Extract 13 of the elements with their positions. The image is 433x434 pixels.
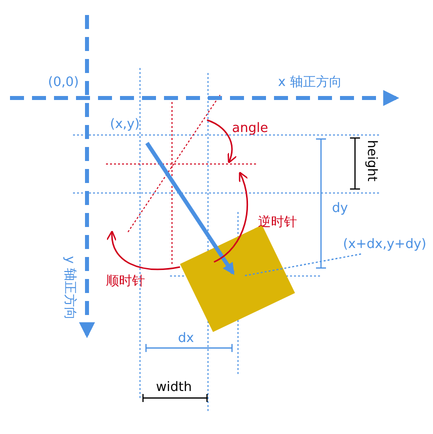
axis-label: y 轴正方向 <box>62 256 77 320</box>
axis-label: x 轴正方向 <box>278 75 342 90</box>
coordinate-label: (x+dx,y+dy) <box>343 237 426 252</box>
dimension-label: width <box>156 380 192 395</box>
leader-line <box>242 253 362 277</box>
dimension-label: dy <box>332 201 348 216</box>
rotation-label: 逆时针 <box>258 215 297 230</box>
dimension-label: height <box>364 140 379 182</box>
point-label: (x,y) <box>110 117 140 132</box>
angle-label: angle <box>232 121 268 136</box>
axis-origin-label: (0,0) <box>48 75 79 90</box>
dimension-label: dx <box>178 331 194 346</box>
rotation-label: 顺时针 <box>106 274 145 289</box>
